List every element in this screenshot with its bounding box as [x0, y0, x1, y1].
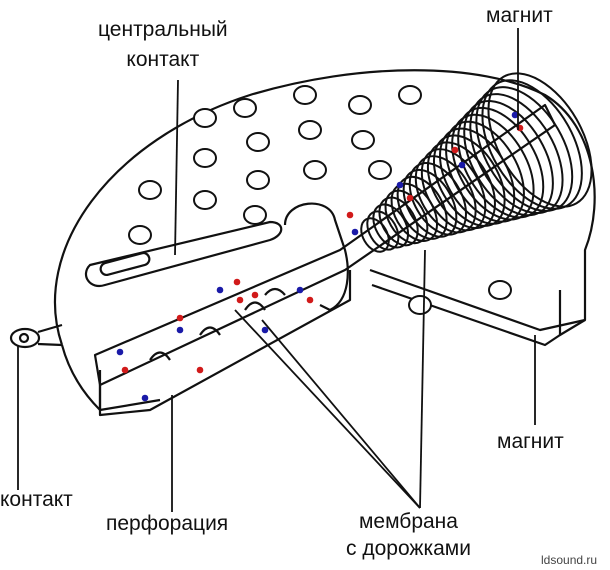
- hole: [408, 295, 432, 315]
- hole: [193, 190, 217, 210]
- membrane-ring: [487, 72, 593, 208]
- polarity-dot: [458, 161, 466, 169]
- hole: [398, 85, 422, 105]
- hole: [246, 170, 270, 190]
- polarity-dot: [451, 146, 459, 154]
- hole: [303, 160, 327, 180]
- membrane-ring: [475, 86, 574, 212]
- hole: [293, 85, 317, 105]
- hole: [246, 132, 270, 152]
- polarity-dot: [176, 314, 184, 322]
- label-central-contact: центральный контакт: [98, 18, 228, 72]
- label-membrane-line1: мембрана: [358, 510, 458, 533]
- polarity-dot: [396, 181, 404, 189]
- label-magnet-top: магнит: [486, 4, 553, 27]
- hole: [138, 180, 162, 200]
- polarity-dot: [346, 211, 354, 219]
- label-perforation: перфорация: [106, 512, 229, 535]
- polarity-dot: [196, 366, 204, 374]
- hole: [351, 130, 375, 150]
- hole: [193, 108, 217, 128]
- hole: [233, 98, 257, 118]
- label-magnet-right: магнит: [497, 430, 564, 453]
- label-central-contact-line1: центральный: [98, 18, 228, 41]
- label-membrane-line2: с дорожками: [346, 537, 471, 560]
- hole: [298, 120, 322, 140]
- polarity-dot: [116, 348, 124, 356]
- polarity-dot: [141, 394, 149, 402]
- membrane-ring: [481, 79, 583, 210]
- polarity-dot: [233, 278, 241, 286]
- label-central-contact-line2: контакт: [126, 48, 200, 71]
- polarity-dot: [216, 286, 224, 294]
- hole: [243, 205, 267, 225]
- polarity-dot: [236, 296, 244, 304]
- watermark: ldsound.ru: [541, 553, 598, 567]
- hole: [128, 225, 152, 245]
- membrane-ring: [366, 210, 400, 251]
- right-face: [369, 268, 586, 347]
- label-contact: контакт: [0, 488, 73, 511]
- central-contact-lever: [84, 220, 283, 288]
- polarity-dot: [121, 366, 129, 374]
- hole: [348, 95, 372, 115]
- hole: [193, 148, 217, 168]
- hole: [488, 280, 512, 300]
- perforation-holes: [128, 85, 512, 315]
- membrane-cone: [360, 72, 593, 253]
- polarity-dot: [261, 326, 269, 334]
- leader-lines: [17, 28, 536, 512]
- polarity-dot: [351, 228, 359, 236]
- polarity-dot: [176, 326, 184, 334]
- polarity-dot: [296, 286, 304, 294]
- section-band: [93, 103, 557, 387]
- hole: [368, 160, 392, 180]
- magnet-polarity-dots: [116, 111, 524, 402]
- membrane-ring: [360, 217, 390, 253]
- polarity-dot: [251, 291, 259, 299]
- label-membrane: мембрана с дорожками: [346, 510, 471, 561]
- housing-outline: [53, 69, 596, 346]
- polarity-dot: [511, 111, 519, 119]
- polarity-dot: [306, 296, 314, 304]
- polarity-dot: [406, 194, 414, 202]
